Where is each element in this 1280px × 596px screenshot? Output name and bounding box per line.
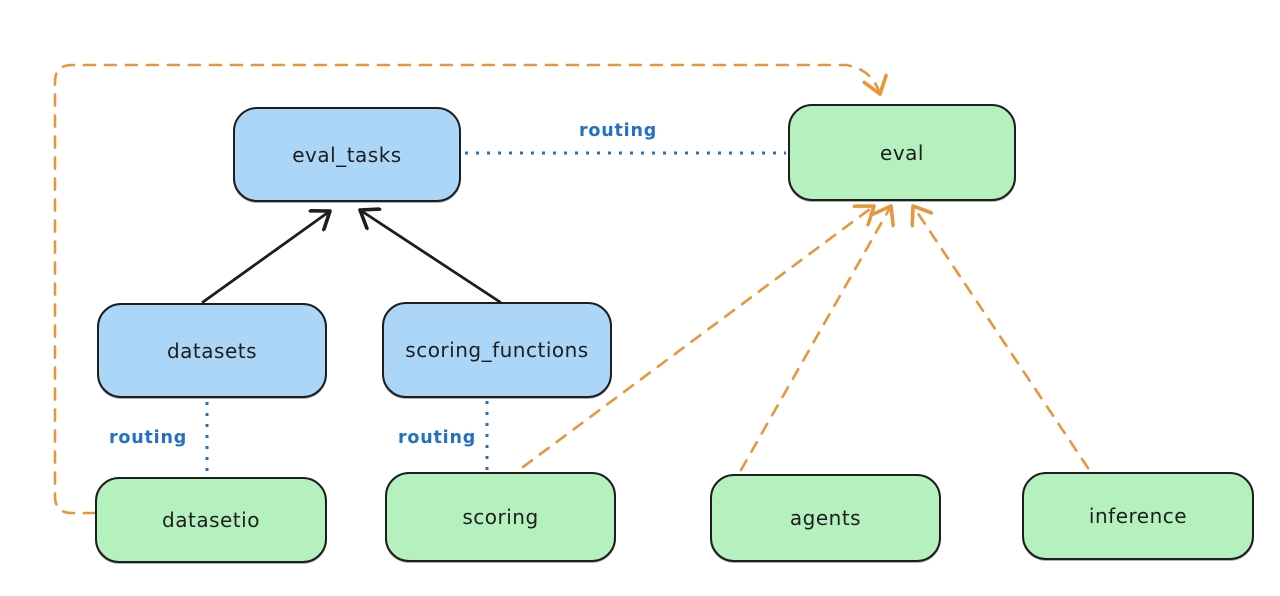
edge-label-routing-datasetio: routing [108, 428, 188, 448]
node-label: scoring [462, 505, 539, 529]
edge-inference-to-eval [913, 206, 1090, 470]
node-label: agents [789, 506, 862, 530]
edge-scoring-to-eval [521, 206, 874, 469]
edge-datasets-to-eval_tasks [201, 211, 330, 304]
node-datasetio: datasetio [95, 477, 327, 563]
node-agents: agents [710, 474, 941, 562]
node-label: eval_tasks [292, 142, 402, 167]
node-label: eval [880, 140, 924, 165]
node-scoring: scoring [385, 472, 616, 562]
edge-scoring_functions-to-eval_tasks [360, 210, 502, 304]
node-label: inference [1088, 504, 1188, 528]
edge-label-routing-scoring: routing [397, 428, 477, 448]
node-eval: eval [788, 104, 1016, 201]
node-label: scoring_functions [405, 338, 589, 362]
node-inference: inference [1022, 472, 1254, 560]
edge-label-routing-eval: routing [578, 121, 658, 141]
edge-datasetio-to-eval [53, 63, 880, 515]
node-eval_tasks: eval_tasks [233, 107, 461, 202]
node-scoring_functions: scoring_functions [382, 302, 612, 398]
node-datasets: datasets [97, 303, 327, 398]
edge-agents-to-eval [739, 206, 891, 472]
node-label: datasets [166, 338, 258, 363]
node-label: datasetio [162, 508, 260, 532]
